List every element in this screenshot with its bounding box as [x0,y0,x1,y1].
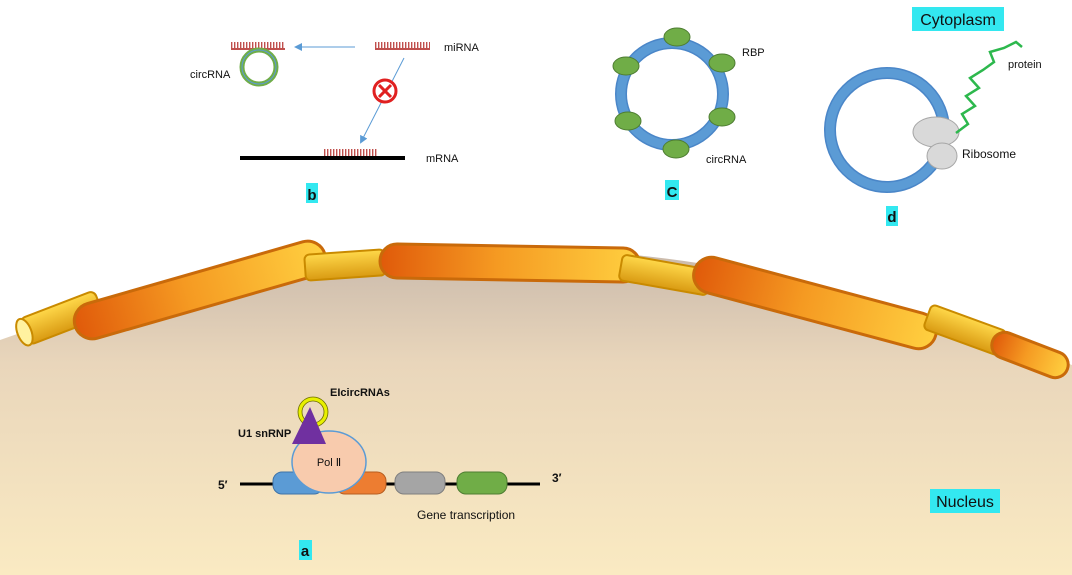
cytoplasm-label-box [912,7,1004,31]
eicircrna-label: EIcircRNAs [330,387,390,399]
protein-label: protein [1008,59,1042,71]
panel-a-letter: a [301,543,310,560]
circrna-label-c: circRNA [706,154,747,166]
envelope-segment-3 [692,255,938,351]
rbp-2 [708,53,736,73]
panel-d: Cytoplasm protein Ribosome d [824,7,1042,226]
ribosome-large [912,116,960,148]
circrna-label-b: circRNA [190,69,231,81]
exon-green [456,471,508,495]
exon-gray [394,471,446,495]
panel-c: RBP circRNA C [612,27,765,201]
envelope-segment-2 [378,242,642,284]
panel-c-letter-box [665,180,679,200]
pol-ii-label: Pol Ⅱ [317,457,341,469]
pol-ii [291,430,367,494]
five-prime-label: 5′ [218,478,228,492]
mirna-label: miRNA [444,42,479,54]
nuclear-envelope [15,239,1070,380]
panel-b-letter: b [307,187,316,204]
panel-d-letter: d [887,209,896,226]
nucleus-label: Nucleus [936,494,994,511]
envelope-pore-2 [303,248,387,282]
cytoplasm-label: Cytoplasm [920,12,996,29]
transcription-label: Gene transcription [417,508,515,522]
rbp-1 [663,27,691,47]
rbp-label: RBP [742,47,765,59]
rbp-5 [614,111,642,131]
envelope-segment-4 [990,330,1070,380]
nucleus-label-box [930,489,1000,513]
panel-b-letter-box [306,183,318,203]
protein-chain [955,40,1023,134]
u1-snrnp [292,407,326,444]
ribosome-small [926,142,958,170]
blocked-x-icon [372,78,398,104]
rbp-4 [662,139,690,159]
rbp-proteins [612,27,736,159]
three-prime-label: 3′ [552,471,562,485]
mirna-on-mrna [324,149,378,157]
mrna-label: mRNA [426,153,459,165]
ribosome-label: Ribosome [962,147,1016,161]
rbp-6 [612,56,640,76]
mirna-bound-to-circ [231,42,285,50]
panel-a: Nucleus Pol Ⅱ EIcircRNAs U1 snRNP 5′ 3′ … [218,387,1000,560]
panel-d-letter-box [886,206,898,226]
u1-snrnp-label: U1 snRNP [238,428,291,440]
panel-b: circRNA miRNA mRNA b [190,42,479,204]
nucleus-region [0,249,1072,575]
mirna-free [375,42,430,50]
panel-a-letter-box [299,540,312,560]
rbp-3 [708,107,736,127]
panel-c-letter: C [667,184,678,201]
